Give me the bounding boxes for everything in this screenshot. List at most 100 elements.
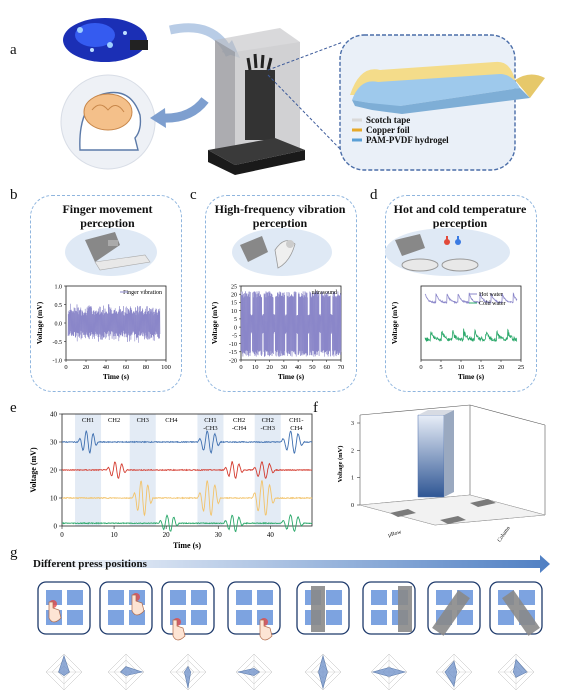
radar-area: [58, 654, 70, 676]
finger-icon: [259, 619, 273, 641]
panel-a-illustration: [60, 18, 545, 175]
panel-label-c: c: [190, 187, 197, 203]
press-positions-label: Different press positions: [33, 558, 147, 570]
press-grid-1: [37, 581, 91, 635]
bar-ch1-side: [444, 410, 454, 497]
sensor-cell: [108, 590, 124, 605]
panel-g-illustration: [30, 555, 550, 691]
channel-label: -CH4: [232, 425, 247, 432]
x-tick-label: 30: [215, 531, 223, 539]
x-tick-label: 25: [518, 364, 525, 371]
press-grid-2: [99, 581, 153, 635]
radar-chart-7: [435, 653, 473, 691]
panel-d-title-line2: perception: [432, 216, 488, 230]
radar-area: [512, 658, 528, 678]
panel-c-title: High-frequency vibration perception: [205, 202, 355, 230]
x-tick-label: 10: [252, 364, 259, 371]
series-channel-2: [61, 461, 313, 479]
layer-label-hydrogel: PAM-PVDF hydrogel: [366, 135, 449, 145]
channel-label: CH3: [137, 417, 149, 424]
radar-chart-5: [304, 653, 342, 691]
panel-label-a: a: [10, 42, 17, 58]
bar-ch2: [390, 509, 416, 517]
radar-chart-1: [45, 653, 83, 691]
sensor-cell: [257, 590, 273, 605]
x-tick-label: 50: [309, 364, 316, 371]
panel-c-title-line1: High-frequency vibration: [214, 202, 346, 216]
channel-label: CH2: [108, 417, 120, 424]
panel-label-f: f: [313, 400, 318, 416]
y-tick-label: 0.5: [55, 303, 63, 309]
panel-d-title: Hot and cold temperature perception: [385, 202, 535, 230]
y-tick-label: 25: [231, 284, 237, 290]
series-channel-1: [61, 430, 313, 454]
series-finger-vibration: [67, 303, 161, 343]
x-axis-label: Time (s): [173, 541, 201, 550]
panel-d-title-line1: Hot and cold temperature: [393, 202, 527, 216]
panel-label-b: b: [10, 187, 18, 203]
y-tick-label: 0: [234, 325, 237, 331]
z-tick-label: 3: [351, 421, 354, 427]
bar-object: [311, 586, 325, 632]
channel-label: CH1-: [289, 417, 303, 424]
finger-icon: [48, 601, 62, 623]
z-tick-label: 2: [351, 448, 354, 454]
legend-ultrasound: ultrasound: [312, 290, 337, 296]
bar-object: [398, 586, 412, 632]
radar-area: [318, 654, 328, 690]
brain-head-icon: [60, 74, 156, 170]
layer-label-scotch: Scotch tape: [366, 115, 411, 125]
y-tick-label: -0.5: [53, 340, 63, 346]
y-tick-label: 20: [50, 467, 58, 475]
y-tick-label: -20: [229, 358, 237, 364]
y-axis-label: Voltage (mV): [390, 301, 399, 344]
y-tick-label: 5: [234, 317, 237, 323]
radar-chart-3: [169, 653, 207, 691]
x-tick-label: 40: [267, 531, 275, 539]
x-tick-label: 0: [64, 364, 67, 371]
x-axis-label: µRow: [387, 529, 402, 538]
radar-chart-8: [497, 653, 535, 691]
radar-chart-2: [107, 653, 145, 691]
press-grid-3: [161, 581, 215, 641]
panel-b-title-line1: Finger movement: [62, 202, 153, 216]
channel-label: -CH3: [203, 425, 217, 432]
channel-label: CH2: [233, 417, 245, 424]
panel-b-title-line2: perception: [80, 216, 135, 230]
channel-label: CH4: [165, 417, 178, 424]
radar-chart-6: [370, 653, 408, 691]
sensor-cell: [236, 610, 252, 625]
channel-label: CH4: [290, 425, 303, 432]
sensor-cell: [371, 590, 387, 605]
legend-cold-water: Cold water: [479, 301, 506, 307]
x-tick-label: 20: [266, 364, 273, 371]
panel-c-title-line2: perception: [252, 216, 308, 230]
layered-strip-illustration: [350, 61, 545, 114]
sensor-cell: [436, 590, 452, 605]
channel-label: CH2: [262, 417, 274, 424]
press-grid-8: [489, 581, 543, 636]
x-tick-label: 0: [239, 364, 242, 371]
radar-area: [371, 667, 407, 677]
y-tick-label: -10: [229, 342, 237, 348]
y-tick-label: 40: [50, 411, 58, 419]
x-tick-label: 20: [498, 364, 505, 371]
layer-label-copper: Copper foil: [366, 125, 410, 135]
series-ultrasound: [240, 291, 342, 357]
sensor-cell: [191, 610, 207, 625]
sensor-cell: [236, 590, 252, 605]
plot-frame: [420, 285, 522, 361]
x-tick-label: 20: [163, 531, 171, 539]
panel-b-title: Finger movement perception: [40, 202, 175, 230]
series-cold-water: [424, 328, 518, 343]
y-tick-label: -1.0: [53, 358, 63, 364]
x-tick-label: 10: [111, 531, 119, 539]
press-grid-7: [427, 581, 481, 636]
panel-b-frame: [30, 195, 182, 392]
y-tick-label: 30: [50, 439, 58, 447]
bar-object: [432, 590, 470, 636]
